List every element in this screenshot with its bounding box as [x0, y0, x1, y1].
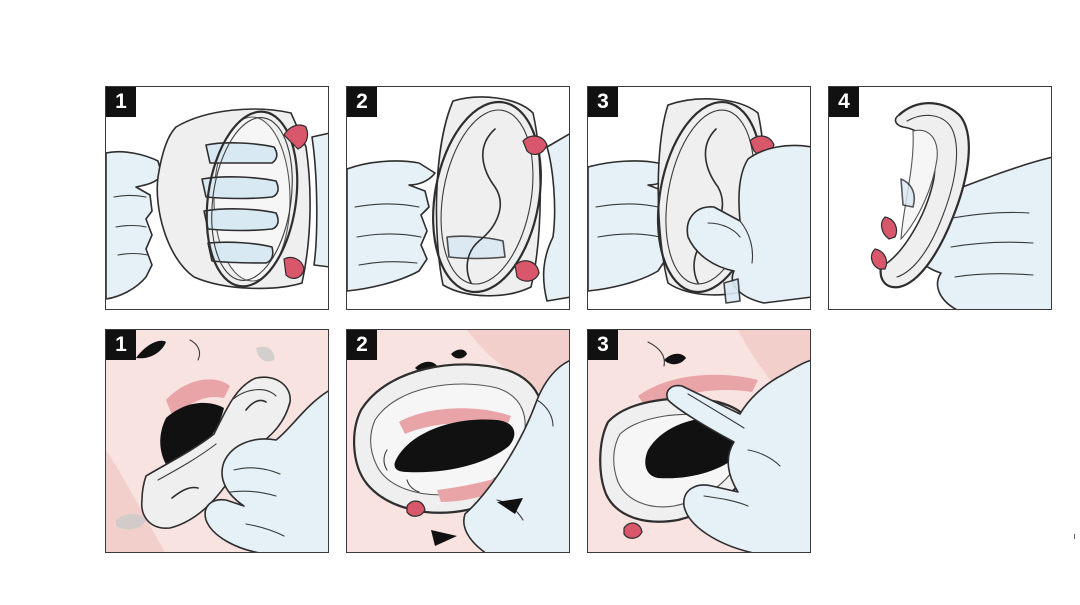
step-number-badge: 1	[106, 87, 136, 117]
step-panel-bottom-3: 3	[587, 329, 811, 553]
step-number-badge: 3	[588, 330, 618, 360]
step-panel-bottom-2: 2	[346, 329, 570, 553]
hands-folding-retractor-ring-icon	[588, 98, 810, 304]
step-panel-top-2: 2	[346, 86, 570, 310]
step-number-badge: 4	[829, 87, 859, 117]
step-panel-top-1: 1	[105, 86, 329, 310]
step-number-badge: 2	[347, 87, 377, 117]
hands-holding-retractor-ring-icon	[106, 108, 328, 300]
step-number-badge: 3	[588, 87, 618, 117]
retractor-expanded-in-mouth-icon	[347, 330, 569, 552]
step-panel-top-4: 4	[828, 86, 1052, 310]
step-number-badge: 2	[347, 330, 377, 360]
edge-mark	[1074, 534, 1078, 539]
step-panel-top-3: 3	[587, 86, 811, 310]
step-number-badge: 1	[106, 330, 136, 360]
adjusting-retractor-lips-icon	[588, 330, 810, 552]
step-panel-bottom-1: 1	[105, 329, 329, 553]
inserting-retractor-into-mouth-icon	[106, 330, 328, 552]
hands-squeezing-retractor-ring-icon	[347, 96, 569, 302]
folded-retractor-ring-icon	[870, 102, 1051, 309]
